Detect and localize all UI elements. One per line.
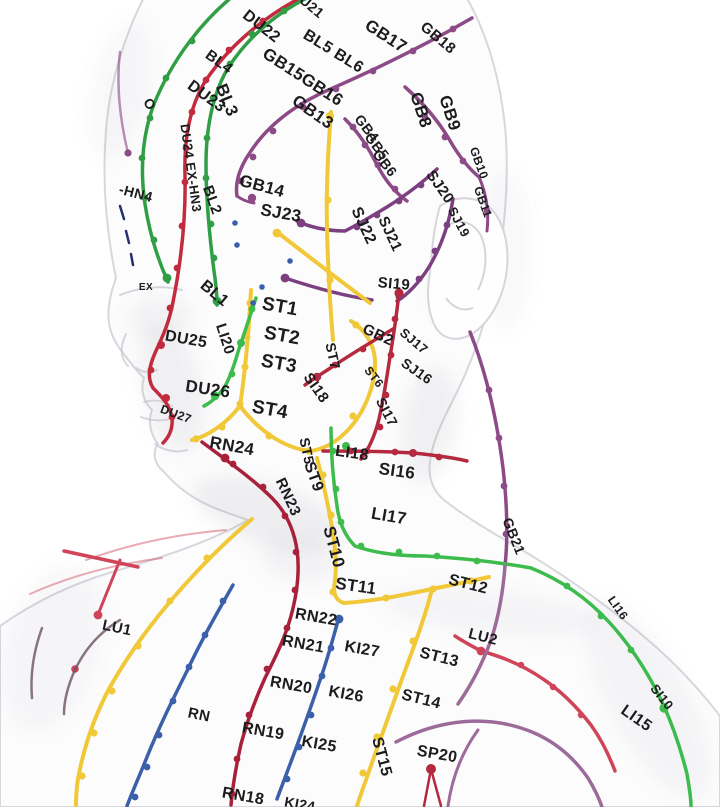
meridian-sp (394, 564, 604, 807)
meridian-li (202, 296, 693, 807)
meridian-si (303, 288, 469, 463)
left-shoulder-contours (30, 618, 122, 716)
meridian-rn (200, 440, 300, 807)
face-edge-dashes (118, 204, 135, 267)
meridian-bl (138, 0, 308, 307)
meridian-du (147, 0, 301, 445)
meridian-ki (125, 583, 344, 807)
meridian-lu (29, 529, 617, 773)
extra-point-dots (232, 220, 293, 306)
meridian-gb (117, 16, 510, 568)
meridian-st (74, 110, 491, 807)
